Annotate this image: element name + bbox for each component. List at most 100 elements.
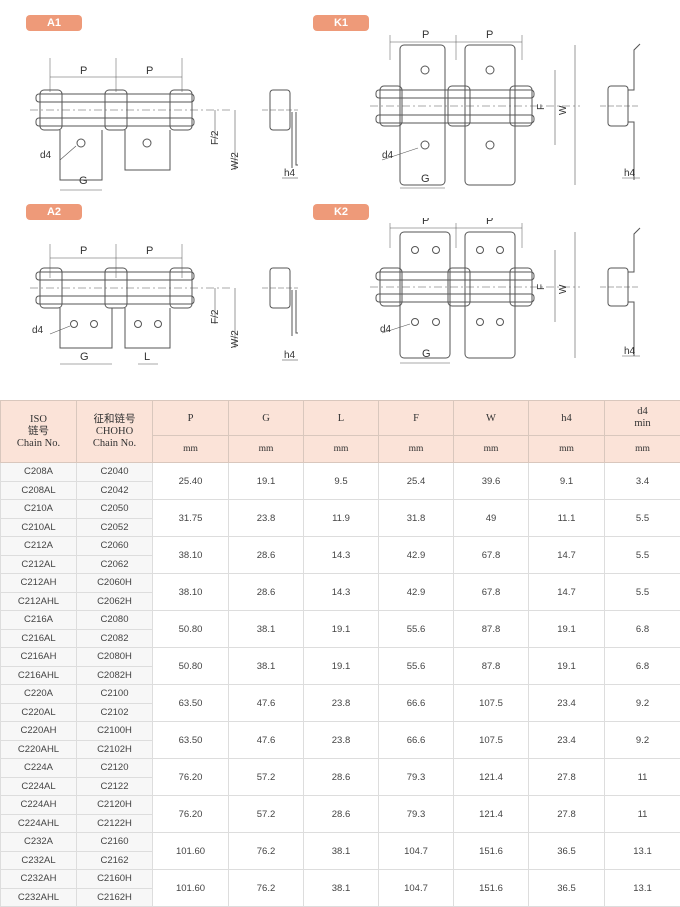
iso-chain-no: C232AH bbox=[1, 870, 77, 889]
value-g: 57.2 bbox=[229, 796, 304, 833]
value-l: 38.1 bbox=[304, 870, 379, 907]
iso-chain-no: C224A bbox=[1, 759, 77, 778]
value-p: 50.80 bbox=[153, 611, 229, 648]
iso-chain-no: C216AL bbox=[1, 629, 77, 648]
value-l: 9.5 bbox=[304, 463, 379, 500]
value-f: 31.8 bbox=[379, 500, 454, 537]
iso-chain-no: C216AHL bbox=[1, 666, 77, 685]
dim-f: F bbox=[536, 284, 547, 290]
dim-g: G bbox=[80, 351, 89, 363]
value-l: 19.1 bbox=[304, 648, 379, 685]
value-w: 107.5 bbox=[454, 722, 529, 759]
choho-chain-no: C2102 bbox=[77, 703, 153, 722]
dim-h4: h4 bbox=[284, 168, 296, 179]
value-h4: 19.1 bbox=[529, 611, 605, 648]
value-g: 47.6 bbox=[229, 722, 304, 759]
value-f: 25.4 bbox=[379, 463, 454, 500]
choho-chain-no: C2100H bbox=[77, 722, 153, 741]
value-f: 104.7 bbox=[379, 833, 454, 870]
value-d4: 13.1 bbox=[605, 833, 680, 870]
value-h4: 27.8 bbox=[529, 759, 605, 796]
figure-tag-k2: K2 bbox=[313, 204, 369, 220]
value-p: 63.50 bbox=[153, 685, 229, 722]
value-h4: 36.5 bbox=[529, 833, 605, 870]
dim-f2: F/2 bbox=[210, 309, 221, 324]
value-l: 23.8 bbox=[304, 722, 379, 759]
value-w: 121.4 bbox=[454, 759, 529, 796]
value-p: 101.60 bbox=[153, 870, 229, 907]
iso-chain-no: C216AH bbox=[1, 648, 77, 667]
choho-chain-no: C2162 bbox=[77, 851, 153, 870]
choho-chain-no: C2040 bbox=[77, 463, 153, 482]
choho-chain-no: C2052 bbox=[77, 518, 153, 537]
value-l: 28.6 bbox=[304, 759, 379, 796]
value-d4: 9.2 bbox=[605, 722, 680, 759]
value-d4: 5.5 bbox=[605, 574, 680, 611]
value-g: 76.2 bbox=[229, 870, 304, 907]
dim-p2: P bbox=[486, 218, 493, 227]
iso-chain-no: C212A bbox=[1, 537, 77, 556]
diagram-a1: P P d4 G F/2 W/2 h4 bbox=[30, 50, 320, 200]
dim-w2: W/2 bbox=[230, 152, 241, 170]
value-p: 101.60 bbox=[153, 833, 229, 870]
choho-chain-no: C2060 bbox=[77, 537, 153, 556]
iso-chain-no: C208A bbox=[1, 463, 77, 482]
value-l: 14.3 bbox=[304, 537, 379, 574]
choho-chain-no: C2160H bbox=[77, 870, 153, 889]
choho-chain-no: C2162H bbox=[77, 888, 153, 907]
value-h4: 23.4 bbox=[529, 722, 605, 759]
choho-chain-no: C2042 bbox=[77, 481, 153, 500]
value-w: 121.4 bbox=[454, 796, 529, 833]
choho-chain-no: C2050 bbox=[77, 500, 153, 519]
dim-f: F bbox=[536, 104, 547, 110]
dim-g: G bbox=[421, 173, 430, 185]
value-w: 87.8 bbox=[454, 648, 529, 685]
dim-p2: P bbox=[486, 30, 493, 41]
figure-tag-a1: A1 bbox=[26, 15, 82, 31]
iso-chain-no: C208AL bbox=[1, 481, 77, 500]
iso-chain-no: C224AL bbox=[1, 777, 77, 796]
value-h4: 11.1 bbox=[529, 500, 605, 537]
choho-chain-no: C2062H bbox=[77, 592, 153, 611]
value-l: 14.3 bbox=[304, 574, 379, 611]
iso-chain-no: C220A bbox=[1, 685, 77, 704]
value-l: 38.1 bbox=[304, 833, 379, 870]
value-w: 67.8 bbox=[454, 574, 529, 611]
value-w: 151.6 bbox=[454, 870, 529, 907]
value-p: 25.40 bbox=[153, 463, 229, 500]
value-d4: 3.4 bbox=[605, 463, 680, 500]
value-f: 42.9 bbox=[379, 537, 454, 574]
dim-w2: W/2 bbox=[230, 330, 241, 348]
iso-chain-no: C224AHL bbox=[1, 814, 77, 833]
dim-h4: h4 bbox=[284, 350, 296, 361]
value-h4: 14.7 bbox=[529, 537, 605, 574]
value-p: 31.75 bbox=[153, 500, 229, 537]
value-p: 38.10 bbox=[153, 537, 229, 574]
value-g: 28.6 bbox=[229, 574, 304, 611]
unit-h4: mm bbox=[529, 436, 605, 463]
dim-p1: P bbox=[80, 245, 87, 257]
value-f: 79.3 bbox=[379, 796, 454, 833]
value-h4: 23.4 bbox=[529, 685, 605, 722]
value-l: 28.6 bbox=[304, 796, 379, 833]
unit-d4: mm bbox=[605, 436, 680, 463]
spec-table: ISO 链号 Chain No. 征和链号 CHOHO Chain No. P … bbox=[0, 400, 680, 907]
value-d4: 13.1 bbox=[605, 870, 680, 907]
value-h4: 19.1 bbox=[529, 648, 605, 685]
value-w: 107.5 bbox=[454, 685, 529, 722]
value-w: 49 bbox=[454, 500, 529, 537]
header-iso: ISO 链号 Chain No. bbox=[1, 401, 77, 463]
value-d4: 6.8 bbox=[605, 611, 680, 648]
value-g: 47.6 bbox=[229, 685, 304, 722]
choho-chain-no: C2120 bbox=[77, 759, 153, 778]
value-d4: 9.2 bbox=[605, 685, 680, 722]
value-l: 19.1 bbox=[304, 611, 379, 648]
value-f: 42.9 bbox=[379, 574, 454, 611]
value-g: 38.1 bbox=[229, 648, 304, 685]
